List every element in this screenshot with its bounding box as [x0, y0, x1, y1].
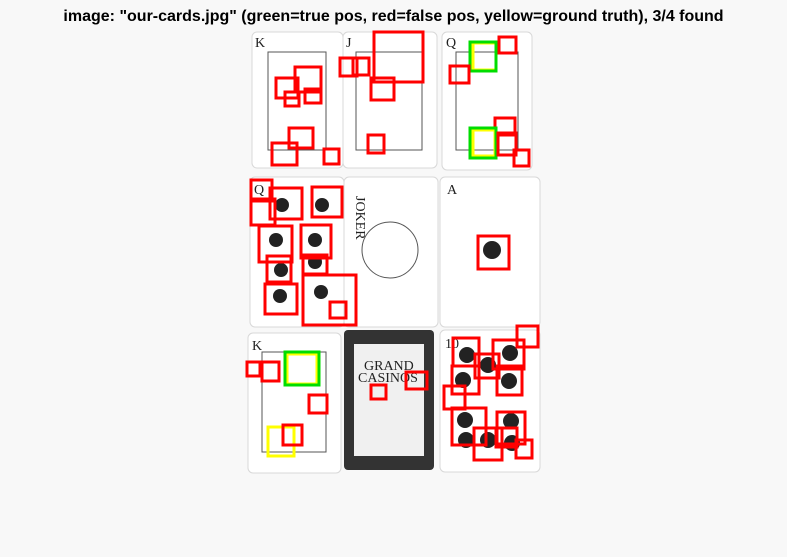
false-positive-box — [512, 148, 531, 168]
false-positive-box — [322, 147, 341, 166]
false-positive-box — [351, 56, 371, 77]
false-positive-box — [404, 370, 429, 391]
ground-truth-box — [266, 425, 296, 458]
card-rank: Q — [254, 183, 264, 198]
false-positive-box — [369, 76, 396, 102]
casino-subtitle: CASINOS — [358, 371, 418, 386]
false-positive-box — [281, 423, 304, 447]
false-positive-box — [496, 131, 518, 157]
card-grand-casinos: GRAND CASINOS — [344, 330, 434, 470]
card-rank: J — [346, 36, 352, 51]
false-positive-box — [268, 186, 304, 221]
casino-title: GRAND — [364, 359, 414, 374]
true-positive-box — [468, 126, 498, 160]
false-positive-box — [287, 126, 315, 150]
false-positive-box — [249, 178, 274, 203]
false-positive-box — [514, 438, 534, 460]
false-positive-box — [448, 64, 471, 85]
false-positive-box — [245, 360, 262, 378]
false-positive-box — [497, 35, 518, 55]
false-positive-box — [338, 56, 359, 78]
false-positive-box — [310, 185, 344, 219]
page-title: image: "our-cards.jpg" (green=true pos, … — [63, 8, 724, 25]
false-positive-box — [260, 360, 281, 383]
false-positive-box — [299, 223, 333, 260]
false-positive-box — [515, 324, 540, 349]
joker-label: JOKER — [352, 196, 367, 240]
false-positive-box — [270, 141, 299, 167]
false-positive-box — [476, 234, 511, 271]
false-positive-box — [372, 30, 425, 84]
card-rank: A — [447, 183, 458, 198]
false-positive-box — [307, 393, 329, 415]
false-positive-box — [274, 76, 300, 100]
false-positive-box — [495, 364, 524, 397]
card-ace-clubs: A — [439, 176, 541, 328]
false-positive-box — [303, 87, 323, 105]
false-positive-box — [369, 383, 388, 401]
false-positive-box — [265, 254, 293, 284]
card-rank: K — [252, 339, 262, 354]
true-positive-box — [283, 350, 321, 387]
card-joker: JOKER — [343, 176, 439, 328]
card-rank: Q — [446, 36, 456, 51]
false-positive-box — [328, 300, 348, 320]
false-positive-box — [263, 282, 299, 316]
false-positive-box — [257, 224, 294, 264]
false-positive-box — [472, 426, 504, 462]
card-rank: K — [255, 36, 265, 51]
false-positive-box — [301, 273, 358, 327]
false-positive-box — [283, 90, 301, 108]
false-positive-box — [494, 426, 519, 449]
false-positive-box — [366, 133, 386, 155]
true-positive-box — [468, 40, 498, 73]
detection-boxes — [245, 30, 540, 462]
